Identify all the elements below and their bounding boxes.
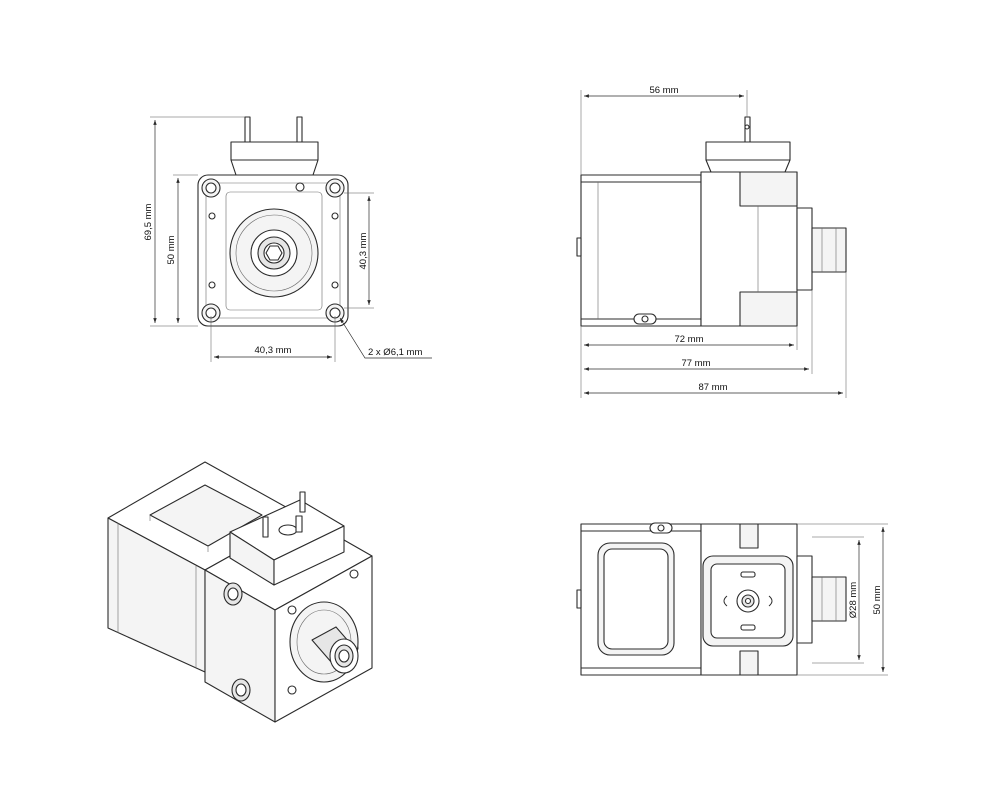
side-connector-offset-label: 56 mm xyxy=(649,85,678,96)
top-diameter-label: Ø28 mm xyxy=(848,582,859,619)
side-connector xyxy=(705,116,791,173)
connector-block xyxy=(230,141,319,176)
iso-shaft xyxy=(311,626,359,674)
front-hole-spacing-h-label: 40,3 mm xyxy=(255,345,292,356)
side-length-87-label: 87 mm xyxy=(698,382,727,393)
side-coil-housing xyxy=(700,171,847,327)
top-connector-face xyxy=(702,555,794,647)
side-dimensions xyxy=(580,90,847,398)
front-hole-spacing-v-label: 40,3 mm xyxy=(358,232,369,269)
front-dimensions xyxy=(150,116,432,362)
side-motor-body xyxy=(576,174,702,327)
iso-connector xyxy=(229,491,345,586)
top-dimensions xyxy=(797,523,888,676)
isometric-view xyxy=(107,461,373,723)
coil-circles xyxy=(229,208,319,298)
front-view: 69,5 mm 50 mm 40,3 mm 40,3 mm 2 x Ø6,1 m… xyxy=(143,116,432,362)
side-length-72-label: 72 mm xyxy=(674,334,703,345)
top-view: Ø28 mm 50 mm xyxy=(576,522,888,676)
front-body-height-label: 50 mm xyxy=(166,235,177,264)
front-total-height-label: 69,5 mm xyxy=(143,203,154,240)
front-hole-diameter-label: 2 x Ø6,1 mm xyxy=(368,347,422,358)
side-length-77-label: 77 mm xyxy=(681,358,710,369)
top-width-label: 50 mm xyxy=(872,585,883,614)
connector-pins xyxy=(244,116,303,143)
side-view: 56 mm 72 mm 77 mm 87 mm xyxy=(576,85,847,398)
top-motor-body xyxy=(576,522,702,676)
mounting-holes xyxy=(201,178,345,323)
